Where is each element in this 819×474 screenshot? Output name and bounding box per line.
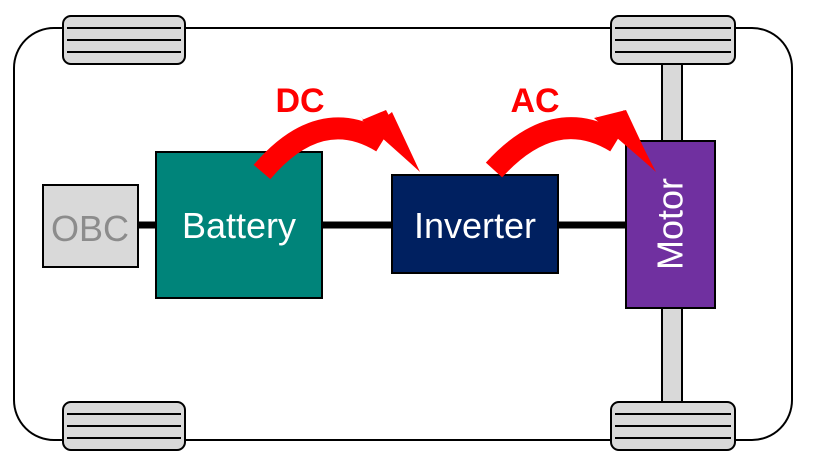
wheel-front-right xyxy=(62,401,186,451)
inverter-label: Inverter xyxy=(414,205,536,246)
obc-label: OBC xyxy=(51,208,129,249)
motor-box xyxy=(625,140,716,309)
ac-flow-arrow xyxy=(485,117,622,178)
dc-arrowhead-fill xyxy=(360,112,420,172)
obc-box xyxy=(42,184,139,268)
wheel-front-left xyxy=(62,15,186,65)
wheel-rear-right xyxy=(610,401,736,451)
motor-label: Motor xyxy=(650,178,691,270)
battery-box xyxy=(155,151,323,299)
wheel-rear-left xyxy=(610,15,736,65)
inverter-box xyxy=(391,174,559,274)
dc-label: DC xyxy=(275,82,324,120)
ac-arrowhead-fill xyxy=(596,110,656,172)
dc-flow-arrow xyxy=(253,117,388,180)
ac-label: AC xyxy=(510,82,559,120)
battery-label: Battery xyxy=(182,205,296,246)
